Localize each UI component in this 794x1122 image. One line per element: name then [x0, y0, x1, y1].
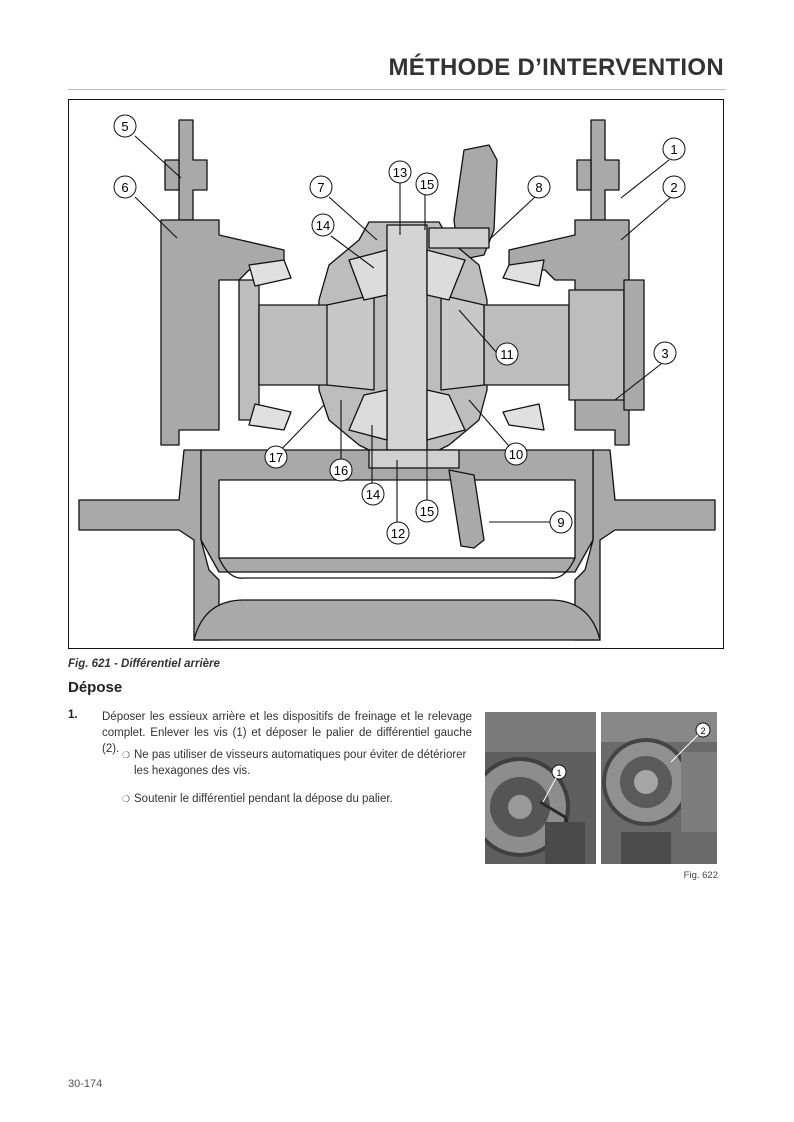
callout-10: 10: [504, 442, 528, 466]
callout-1: 1: [662, 137, 686, 161]
svg-text:15: 15: [420, 177, 434, 192]
page-number: 30-174: [68, 1078, 103, 1090]
ring-gear-lower: [448, 469, 485, 549]
bolt-bottom: [368, 449, 460, 469]
callout-15-top: 15: [415, 172, 439, 196]
svg-text:13: 13: [393, 165, 407, 180]
right-bracket-top: [590, 119, 620, 221]
callout-13: 13: [388, 160, 412, 184]
svg-text:10: 10: [509, 447, 523, 462]
axle-left: [258, 304, 330, 386]
step-number: 1.: [68, 709, 78, 721]
pinion-bottom: [348, 389, 388, 441]
step-bullet: ❍ Ne pas utiliser de visseurs automatiqu…: [122, 749, 467, 777]
callout-3: 3: [653, 341, 677, 365]
callout-17: 17: [264, 445, 288, 469]
header-divider: [68, 89, 726, 90]
svg-text:8: 8: [535, 180, 542, 195]
callout-14-top: 14: [311, 213, 335, 237]
right-bracket-inner: [576, 159, 592, 191]
output-shaft-right: [568, 289, 625, 401]
svg-text:1: 1: [670, 142, 677, 157]
bearing-left-top: [248, 259, 292, 287]
side-gear-right: [440, 294, 485, 391]
svg-text:6: 6: [121, 180, 128, 195]
step-bullet: ❍ Soutenir le différentiel pendant la dé…: [122, 793, 393, 805]
housing-bottom-floor: [193, 599, 601, 641]
bullet-marker-icon: ❍: [122, 794, 131, 804]
svg-text:3: 3: [661, 346, 668, 361]
svg-text:7: 7: [317, 180, 324, 195]
svg-text:14: 14: [316, 218, 330, 233]
svg-text:2: 2: [670, 180, 677, 195]
callout-9: 9: [549, 510, 573, 534]
callout-12: 12: [386, 521, 410, 545]
svg-text:15: 15: [420, 504, 434, 519]
svg-text:2: 2: [700, 726, 705, 736]
svg-text:14: 14: [366, 487, 380, 502]
step-text: Déposer les essieux arrière et les dispo…: [102, 711, 472, 755]
svg-text:1: 1: [556, 768, 561, 778]
page-header-title: MÉTHODE D’INTERVENTION: [388, 54, 724, 81]
bearing-right-top: [502, 259, 545, 287]
differential-diagram: 5 6 7 14 13 15 8 1 2 3 11 10 17 16 14 15…: [68, 99, 724, 649]
callout-5: 5: [113, 114, 137, 138]
axle-right: [483, 304, 570, 386]
callout-8: 8: [527, 175, 551, 199]
bullet-marker-icon: ❍: [122, 750, 131, 760]
svg-text:12: 12: [391, 526, 405, 541]
housing-lower-right: [574, 449, 716, 641]
side-gear-left: [326, 294, 375, 391]
photo-right: 2: [601, 712, 717, 864]
svg-text:17: 17: [269, 450, 283, 465]
bearing-right-bottom: [502, 403, 545, 431]
svg-text:9: 9: [557, 515, 564, 530]
housing-lower-left: [78, 449, 220, 641]
left-axle-hub: [238, 279, 260, 421]
svg-text:11: 11: [500, 347, 514, 362]
callout-15-bottom: 15: [415, 499, 439, 523]
left-bracket-top: [178, 119, 208, 221]
callout-14-bottom: 14: [361, 482, 385, 506]
cross-pin: [386, 224, 428, 451]
bearing-left-bottom: [248, 403, 292, 431]
pinion-top: [348, 249, 388, 301]
pinion-bottom-r: [426, 389, 466, 441]
bolt-top: [428, 227, 490, 249]
photo-left: 1: [485, 712, 596, 864]
housing-bottom-arc: [218, 557, 576, 579]
pinion-top-r: [426, 249, 466, 301]
svg-text:5: 5: [121, 119, 128, 134]
flange-right: [623, 279, 645, 411]
callout-7: 7: [309, 175, 333, 199]
left-bracket-inner: [164, 159, 180, 191]
section-title: Dépose: [68, 679, 123, 696]
svg-text:16: 16: [334, 463, 348, 478]
callout-2: 2: [662, 175, 686, 199]
left-carrier: [160, 219, 285, 446]
callout-16: 16: [329, 458, 353, 482]
callout-11: 11: [495, 342, 519, 366]
callout-6: 6: [113, 175, 137, 199]
figure-621-caption: Fig. 621 - Différentiel arrière: [68, 658, 220, 670]
figure-622-caption: Fig. 622: [683, 870, 718, 881]
